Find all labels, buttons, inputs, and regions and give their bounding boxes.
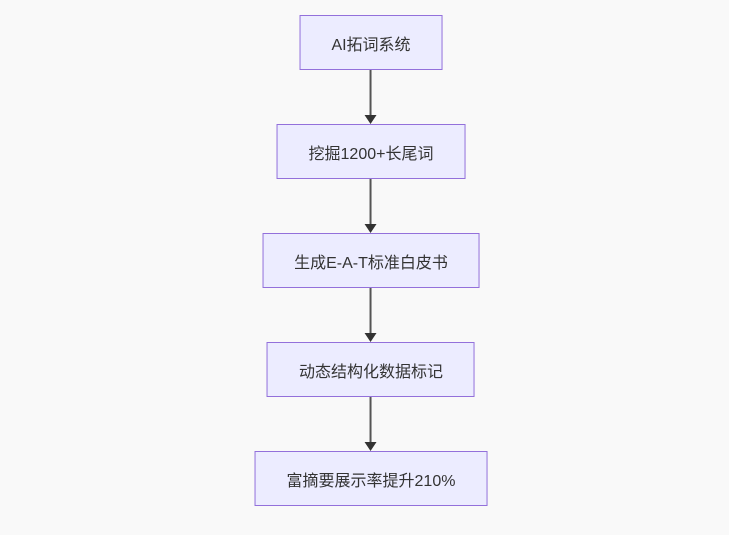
- flow-edge: [365, 397, 377, 451]
- flow-node-label: 生成E-A-T标准白皮书: [294, 254, 448, 272]
- arrowhead-down-icon: [365, 224, 377, 233]
- flow-node-rich-snippet-result: 富摘要展示率提升210%: [254, 451, 488, 506]
- edge-line: [370, 397, 372, 442]
- edge-line: [370, 288, 372, 333]
- flow-node-label: 动态结构化数据标记: [298, 363, 443, 381]
- flowchart: AI拓词系统 挖掘1200+长尾词 生成E-A-T标准白皮书 动态结构化数据标记…: [254, 15, 488, 506]
- flow-edge: [365, 70, 377, 124]
- flow-edge: [365, 288, 377, 342]
- flow-node-label: 挖掘1200+长尾词: [308, 145, 434, 163]
- flow-edge: [365, 179, 377, 233]
- arrowhead-down-icon: [365, 115, 377, 124]
- edge-line: [370, 70, 372, 115]
- flow-node-longtail-mining: 挖掘1200+长尾词: [276, 124, 466, 179]
- flow-node-structured-data-markup: 动态结构化数据标记: [266, 342, 475, 397]
- edge-line: [370, 179, 372, 224]
- flow-node-label: 富摘要展示率提升210%: [286, 472, 456, 490]
- flow-node-ai-keyword-system: AI拓词系统: [299, 15, 443, 70]
- flow-node-label: AI拓词系统: [331, 36, 411, 54]
- arrowhead-down-icon: [365, 442, 377, 451]
- arrowhead-down-icon: [365, 333, 377, 342]
- flow-node-eat-whitepaper: 生成E-A-T标准白皮书: [262, 233, 480, 288]
